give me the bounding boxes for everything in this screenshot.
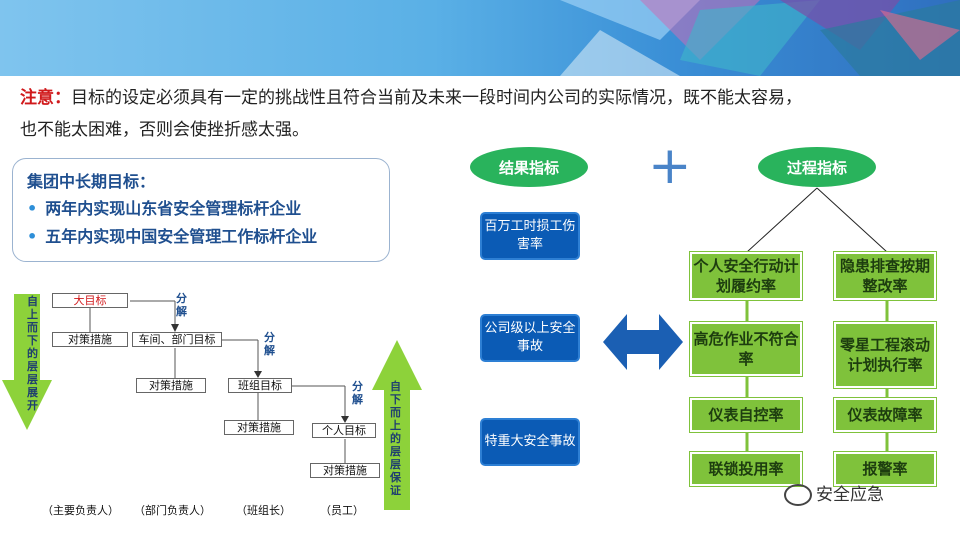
split-label: 分解 [176, 292, 187, 318]
group-goals-box: 集团中长期目标： •两年内实现山东省安全管理标杆企业 •五年内实现中国安全管理工… [12, 158, 390, 262]
double-arrow-icon [603, 314, 683, 370]
level3-target: 班组目标 [228, 378, 292, 393]
group-goal-item: •两年内实现山东省安全管理标杆企业 [27, 199, 302, 218]
group-goals-title: 集团中长期目标： [27, 172, 156, 191]
process-indicator-left: 仪表自控率 [689, 397, 803, 433]
notice-line1: 目标的设定必须具有一定的挑战性且符合当前及未来一段时间内公司的实际情况，既不能太… [71, 88, 802, 108]
group-goal-item: •五年内实现中国安全管理工作标杆企业 [27, 227, 318, 246]
process-indicators-title: 过程指标 [758, 147, 876, 187]
role-label: （部门负责人） [134, 504, 211, 517]
role-label: （班组长） [236, 504, 291, 517]
plus-sign: + [648, 136, 692, 196]
notice-label: 注意： [20, 88, 71, 108]
result-indicator: 公司级以上安全事故 [480, 314, 580, 362]
bullet-icon: • [27, 227, 38, 246]
wechat-icon [784, 484, 812, 506]
split-label: 分解 [264, 331, 275, 357]
process-indicator-right: 报警率 [833, 451, 937, 487]
banner-graphic [560, 0, 960, 76]
role-label: （员工） [320, 504, 364, 517]
level4-target: 个人目标 [312, 423, 376, 438]
header-banner [0, 0, 960, 76]
process-indicator-right: 零星工程滚动计划执行率 [833, 321, 937, 389]
notice-text: 注意：目标的设定必须具有一定的挑战性且符合当前及未来一段时间内公司的实际情况，既… [20, 82, 950, 146]
watermark: 安全应急 [784, 480, 884, 506]
process-indicator-left: 个人安全行动计划履约率 [689, 251, 803, 301]
result-indicator: 特重大安全事故 [480, 418, 580, 466]
level1-target: 大目标 [52, 293, 128, 308]
result-indicators-title: 结果指标 [470, 147, 588, 187]
result-indicator: 百万工时损工伤害率 [480, 212, 580, 260]
process-indicator-right: 隐患排查按期整改率 [833, 251, 937, 301]
level3-measure: 对策措施 [224, 420, 294, 435]
process-indicator-left: 高危作业不符合率 [689, 321, 803, 377]
split-label: 分解 [352, 380, 363, 406]
level1-measure: 对策措施 [52, 332, 128, 347]
bullet-icon: • [27, 199, 38, 218]
level2-target: 车间、部门目标 [132, 332, 222, 347]
top-down-arrow-label: 自上而下的层层展开 [27, 295, 38, 412]
process-indicator-left: 联锁投用率 [689, 451, 803, 487]
hierarchy-connectors [2, 294, 422, 510]
notice-line2: 也不能太困难，否则会使挫折感太强。 [20, 120, 309, 140]
level2-measure: 对策措施 [136, 378, 206, 393]
role-label: （主要负责人） [42, 504, 119, 517]
process-connectors [745, 187, 889, 452]
process-indicator-right: 仪表故障率 [833, 397, 937, 433]
bottom-up-arrow-label: 自下而上的层层保证 [390, 380, 401, 497]
level4-measure: 对策措施 [310, 463, 380, 478]
